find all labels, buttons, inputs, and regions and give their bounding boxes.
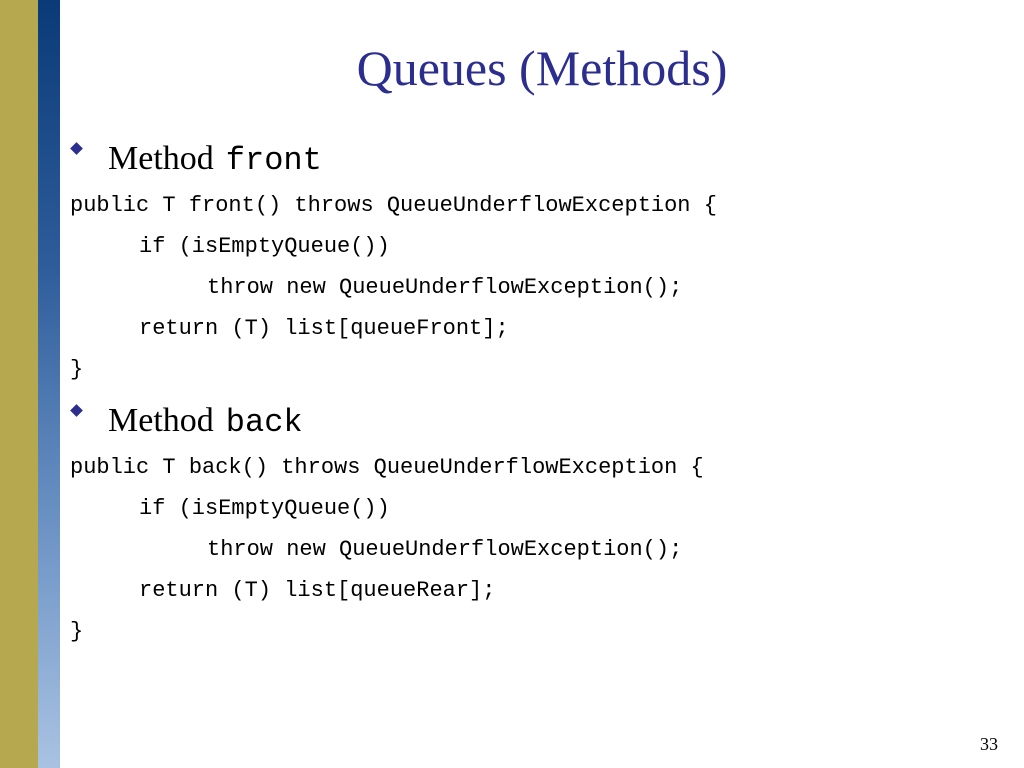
code-line: if (isEmptyQueue()) [139, 496, 390, 521]
code-line: public T front() throws QueueUnderflowEx… [70, 193, 717, 218]
method-label: Method [108, 402, 214, 439]
left-gold-bar [0, 0, 38, 768]
code-line: } [70, 619, 84, 644]
left-blue-gradient-bar [38, 0, 60, 768]
code-line: public T back() throws QueueUnderflowExc… [70, 455, 704, 480]
diamond-bullet-icon [70, 404, 83, 417]
method-label: Method [108, 140, 214, 177]
code-line: return (T) list[queueFront]; [139, 316, 509, 341]
diamond-bullet-icon [70, 142, 83, 155]
code-line: return (T) list[queueRear]; [139, 578, 496, 603]
slide-title: Queues (Methods) [356, 40, 728, 96]
bullet-method-back: Method back [70, 402, 303, 442]
code-line: if (isEmptyQueue()) [139, 234, 390, 259]
code-line: } [70, 357, 84, 382]
bullet-method-front: Method front [70, 140, 322, 180]
method-name: front [225, 142, 322, 179]
code-line: throw new QueueUnderflowException(); [207, 275, 683, 300]
page-number: 33 [980, 734, 998, 754]
method-name: back [225, 404, 303, 441]
code-line: throw new QueueUnderflowException(); [207, 537, 683, 562]
